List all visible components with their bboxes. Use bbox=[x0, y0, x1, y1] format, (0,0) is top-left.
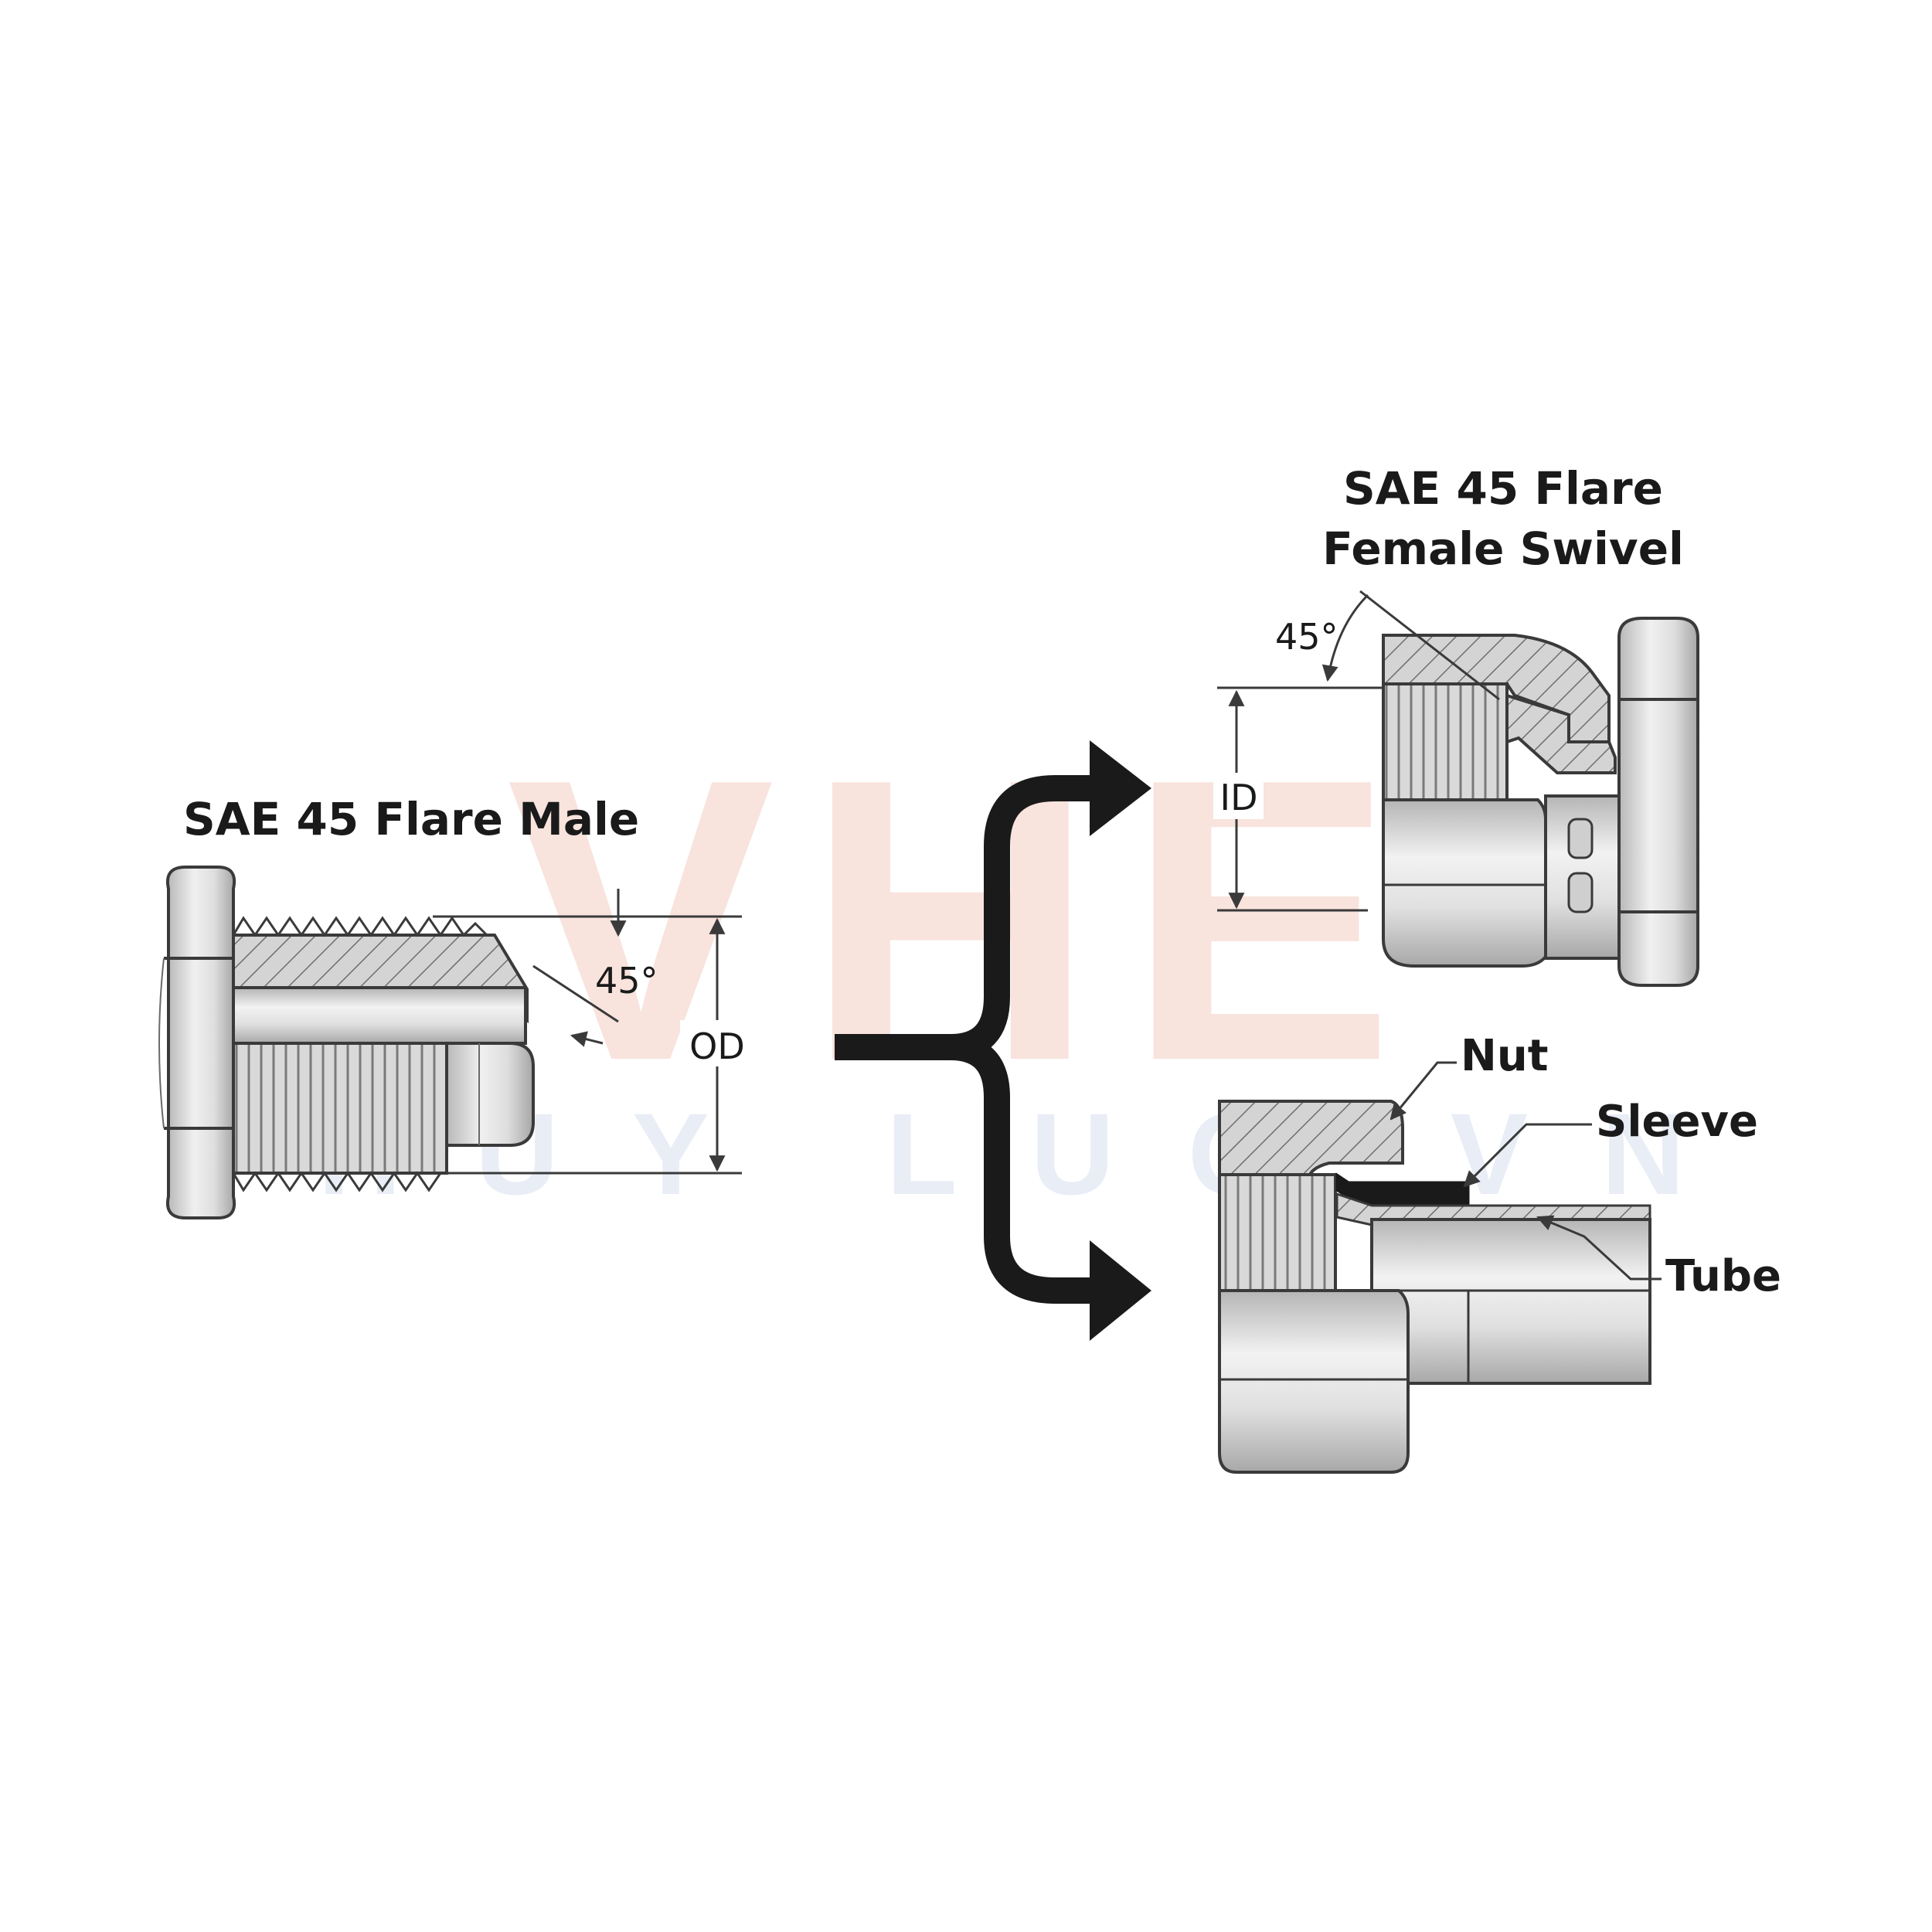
swivel-threads bbox=[1382, 682, 1509, 801]
male-lower-section bbox=[232, 1042, 535, 1192]
swivel-seat bbox=[1505, 693, 1617, 774]
swivel-hex bbox=[1617, 617, 1699, 987]
sleeve-label: Sleeve bbox=[1596, 1097, 1758, 1147]
male-hex-body bbox=[158, 866, 238, 1219]
tube-assembly: Nut Sleeve Tube bbox=[1218, 1031, 1781, 1474]
male-fitting: SAE 45 Flare Male bbox=[158, 793, 753, 1219]
female-title-line1: SAE 45 Flare bbox=[1343, 462, 1663, 515]
assembly-threads bbox=[1218, 1173, 1337, 1292]
female-swivel: SAE 45 Flare Female Swivel 45° bbox=[1213, 462, 1699, 987]
nut-label: Nut bbox=[1461, 1031, 1549, 1081]
watermark-logo: VHE bbox=[506, 696, 1425, 1145]
tube-body bbox=[1370, 1218, 1651, 1385]
tube-label: Tube bbox=[1665, 1251, 1781, 1301]
assembly-nut-upper bbox=[1218, 1100, 1404, 1176]
female-title-line2: Female Swivel bbox=[1322, 522, 1684, 575]
callout-leaders bbox=[1389, 1061, 1662, 1281]
od-label: OD bbox=[689, 1026, 745, 1067]
arrow-head-top bbox=[1090, 740, 1151, 836]
id-label: ID bbox=[1220, 777, 1258, 818]
female-angle-label: 45° bbox=[1275, 616, 1338, 658]
brace-arrow bbox=[835, 740, 1151, 1341]
swivel-nut-lower bbox=[1382, 798, 1547, 968]
arrow-head-bottom bbox=[1090, 1240, 1151, 1341]
swivel-dimension-lines bbox=[1217, 590, 1500, 912]
male-bore bbox=[232, 986, 527, 1045]
male-fitting-title: SAE 45 Flare Male bbox=[183, 793, 639, 845]
assembly-nut-lower bbox=[1218, 1289, 1410, 1474]
male-angle-label: 45° bbox=[595, 960, 658, 1002]
